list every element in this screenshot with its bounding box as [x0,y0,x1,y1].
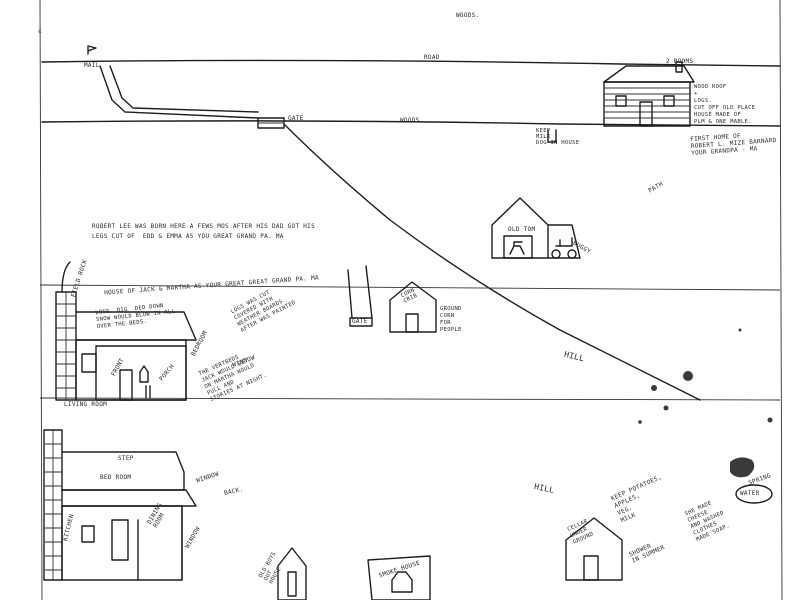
mailbox-flag [87,45,97,55]
page-fold-mid [39,284,781,291]
log-cabin [603,61,695,127]
label-bedroom-low: BED ROOM [100,474,132,481]
house-jack-martha [55,261,197,401]
road-bottom-line [41,120,781,127]
corn-crib [389,281,437,333]
label-water: WATER [740,490,760,497]
house-lower [43,429,197,581]
label-robert-lee: ROBERT LEE WAS BORN HERE A FEWS MOS AFTE… [92,223,316,240]
label-woods-road: WOODS [400,117,420,124]
label-two-rooms: 2 ROOMS [666,58,694,65]
spring-water [735,484,773,504]
label-living-room: LIVING ROOM [64,401,108,408]
outhouse [277,547,307,600]
label-wood-roof: WOOD ROOF + LOGS. CUT OFF OLD PLACE HOUS… [694,84,756,125]
milk-shed [547,129,557,143]
label-corner-mark: c [38,28,42,35]
path-long [284,124,701,401]
lane-left [99,65,259,119]
smoke-house [367,555,431,600]
lane-middle [347,265,373,327]
label-road: ROAD [424,54,440,61]
road-top-line [41,59,781,67]
label-step: STEP [118,455,134,462]
page-edge-left [39,0,43,600]
page-fold-low [39,397,781,401]
label-keep-milk: KEEP MILK DOG IN HOUSE [536,128,580,146]
lane-right [109,65,259,113]
label-gate-top: GATE [288,115,304,122]
cellar [565,517,623,581]
page-edge-right [779,0,783,600]
label-woods-top: WOODS. [456,12,480,19]
label-ground-corn: GROUND CORN FOR PEOPLE [440,306,462,333]
label-gate-mid: GATE [352,318,368,325]
label-mail: MAIL [84,62,100,69]
label-old-tom: OLD TOM [508,226,536,233]
ink-blots [638,328,773,478]
barn-old-tom [491,197,581,259]
